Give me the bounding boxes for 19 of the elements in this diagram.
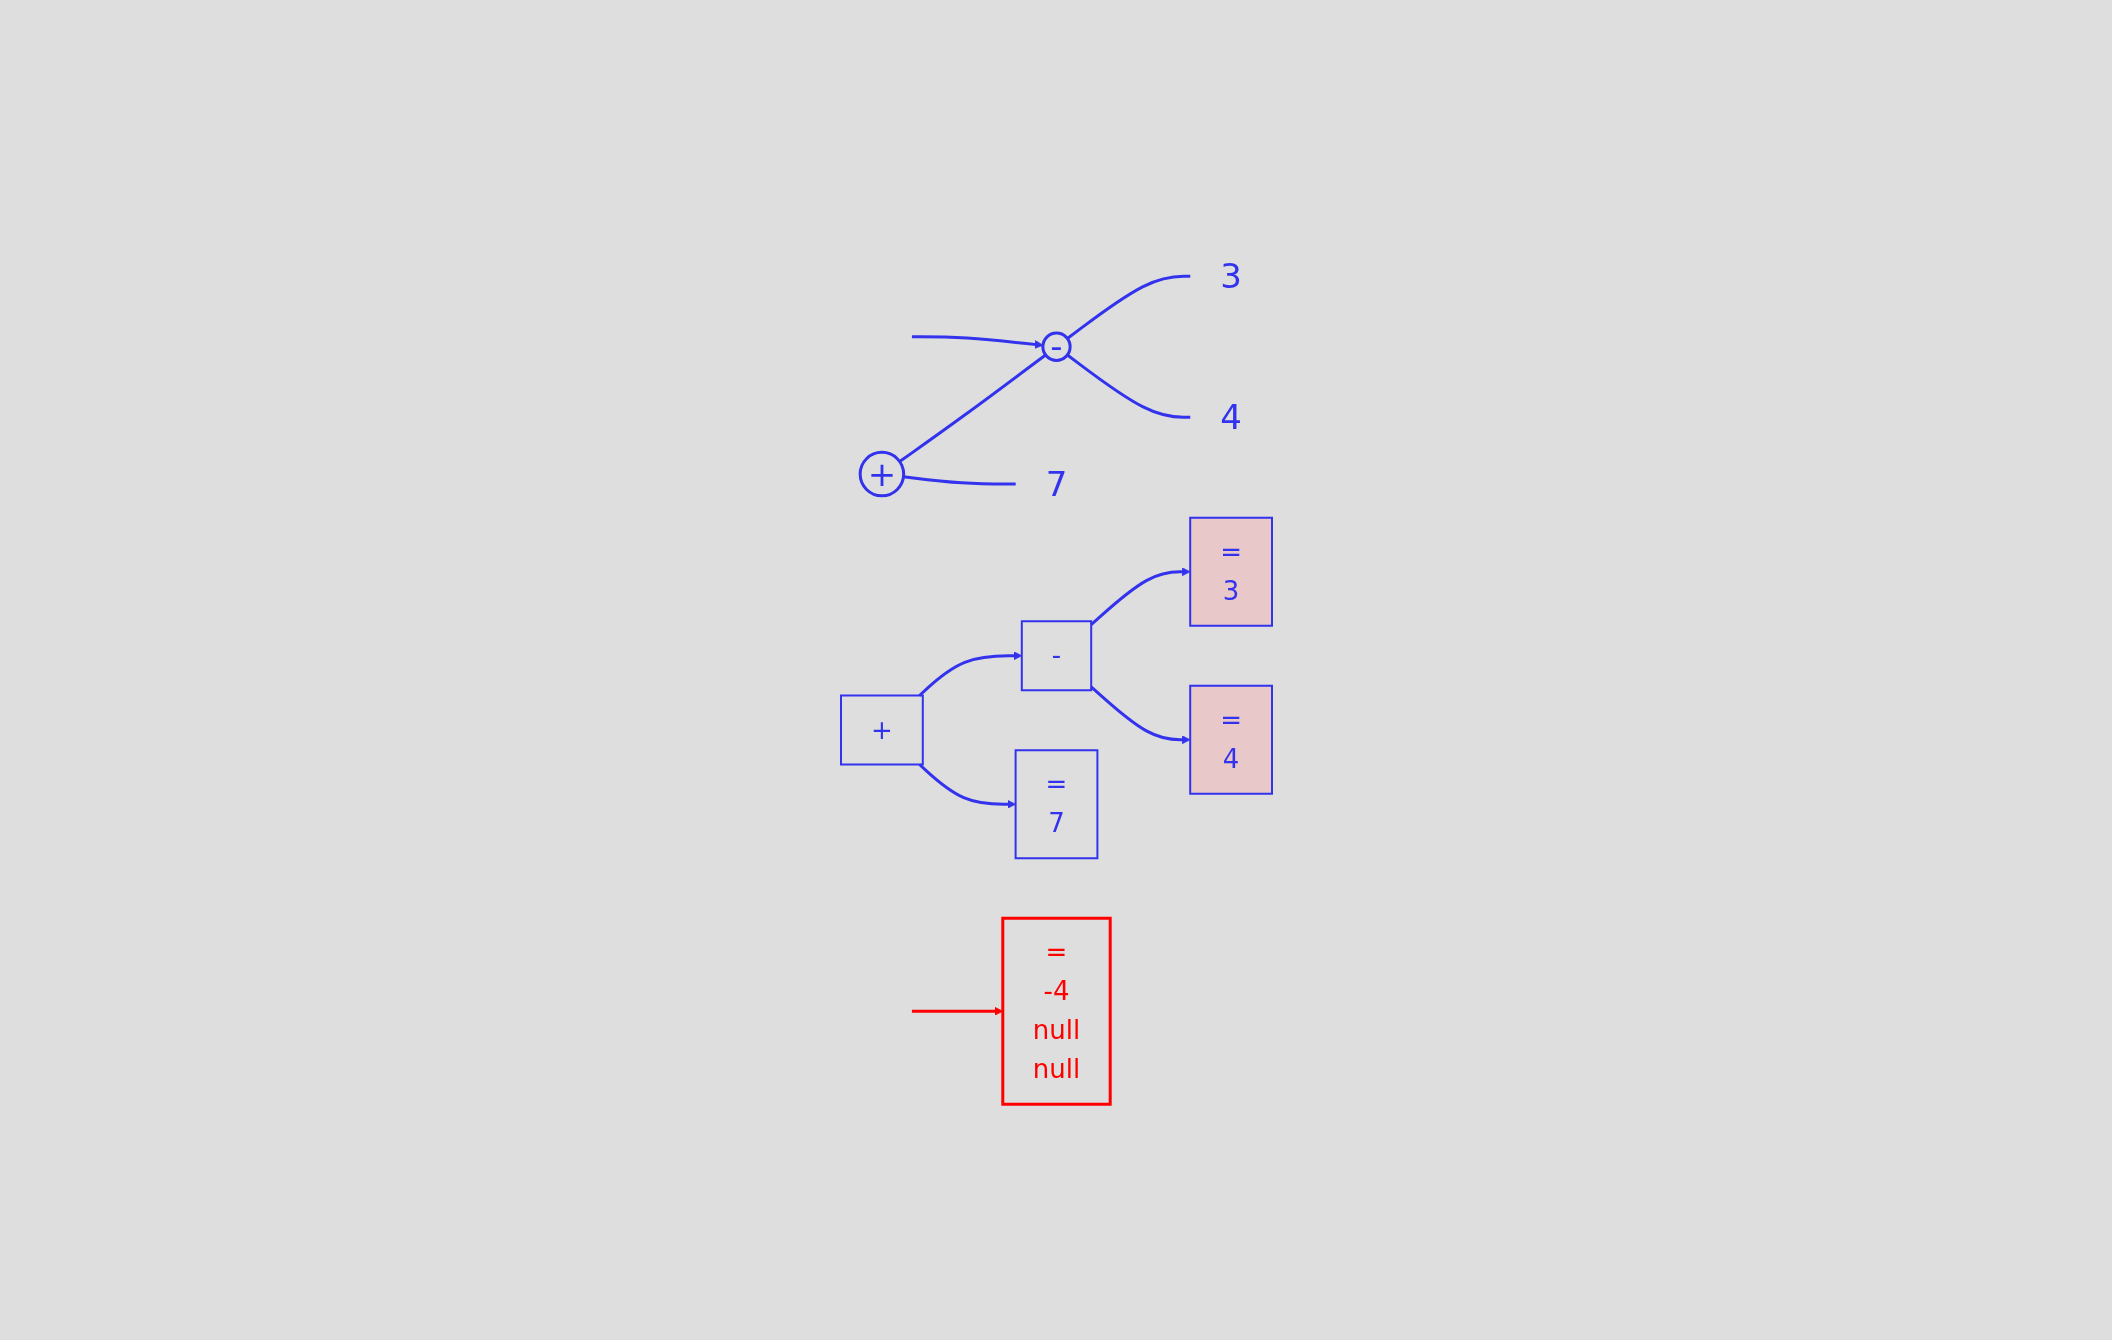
node-box: = 3: [1188, 516, 1273, 627]
node-text: 7: [1045, 463, 1067, 504]
node-box: = 7: [1014, 749, 1098, 860]
node-text: 3: [1219, 255, 1242, 296]
arrow: [911, 335, 1043, 349]
node-box: +: [839, 694, 924, 766]
connector: [898, 353, 1046, 463]
arrow: [917, 763, 1016, 809]
node-circle: +: [858, 450, 905, 498]
connector: [902, 475, 1016, 486]
node-text: 4: [1219, 396, 1242, 437]
arrow: [917, 651, 1022, 697]
connector: [1066, 353, 1190, 419]
node-box: = -4 null null: [1000, 916, 1112, 1106]
node-circle: -: [1040, 331, 1072, 362]
node-box: = 4: [1188, 684, 1273, 795]
node-box: -: [1020, 620, 1092, 692]
arrow: [911, 1006, 1003, 1016]
connector: [1066, 274, 1190, 340]
